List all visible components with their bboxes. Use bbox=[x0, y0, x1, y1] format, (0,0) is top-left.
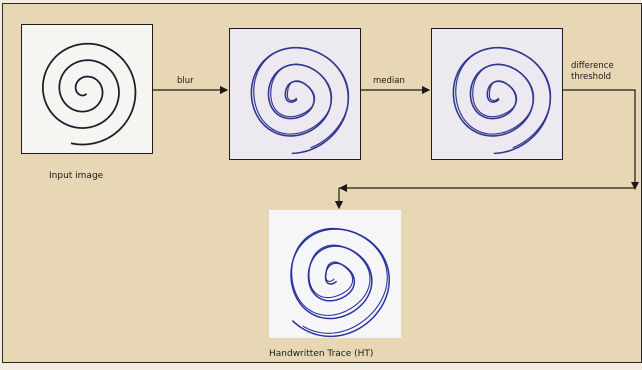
input-spiral-stroke bbox=[41, 42, 137, 146]
blurred-image-panel bbox=[229, 28, 361, 160]
spiral-image-ht bbox=[269, 210, 401, 338]
ht-spiral-stroke-2 bbox=[291, 227, 388, 334]
spiral-image-input bbox=[22, 25, 152, 153]
median-image-bg bbox=[432, 29, 562, 159]
threshold-label: threshold bbox=[571, 72, 612, 82]
spiral-image-median bbox=[432, 29, 562, 159]
input-image-caption: Input image bbox=[49, 171, 104, 181]
median-image-panel bbox=[431, 28, 563, 160]
handwritten-trace-panel bbox=[269, 210, 401, 338]
threshold-left-arrowhead bbox=[339, 184, 347, 192]
pipeline-diagram: Input image Handwritten Trace (HT) bbox=[2, 3, 642, 363]
blurred-image-bg bbox=[230, 29, 360, 159]
threshold-down-arrowhead bbox=[631, 182, 639, 190]
median-label: median bbox=[373, 76, 405, 86]
difference-label: difference bbox=[571, 61, 614, 71]
ht-caption: Handwritten Trace (HT) bbox=[269, 349, 374, 359]
blur-label: blur bbox=[177, 76, 194, 86]
blurred-spiral-stroke-2 bbox=[253, 47, 350, 149]
input-image-panel bbox=[21, 24, 153, 154]
spiral-image-blurred bbox=[230, 29, 360, 159]
median-spiral-stroke-2 bbox=[455, 47, 552, 149]
